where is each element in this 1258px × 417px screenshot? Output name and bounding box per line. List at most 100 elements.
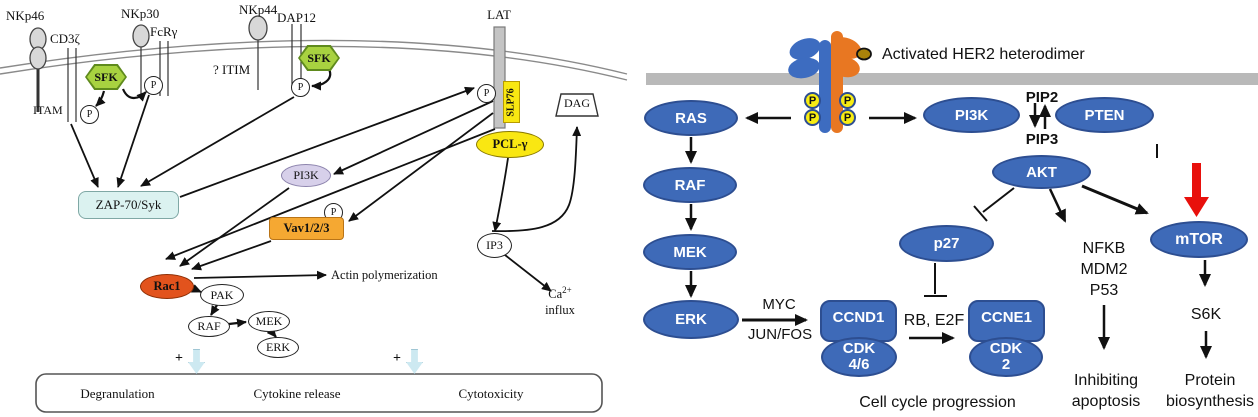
outcomes-box	[35, 373, 603, 413]
left-arrows	[70, 68, 582, 338]
arrow-fcrg-to-zap70	[116, 94, 150, 188]
akt-node: AKT	[992, 155, 1091, 189]
slp76-node: SLP76	[503, 81, 520, 123]
nkp30-label: NKp30	[121, 6, 160, 21]
nfkb-label: NFKB	[1082, 240, 1126, 257]
phospho-p-fcrg: P	[144, 76, 163, 95]
myc-label: MYC	[762, 296, 796, 313]
inhibit-akt-to-p27	[982, 187, 1015, 213]
arrow-zap70-to-lat	[179, 86, 475, 198]
mtor-node: mTOR	[1150, 221, 1248, 258]
arrow-raf-to-mek	[228, 318, 247, 328]
right-arrows	[685, 103, 1212, 359]
slp76-label: SLP76	[506, 87, 517, 117]
left-receptor-chains	[36, 24, 302, 122]
sfk-hexagon: SFK	[85, 64, 127, 90]
her2-receptor-icon	[788, 31, 862, 133]
arrow-pclg-to-ip3	[492, 157, 509, 232]
pclg-node: PCL-γ	[476, 131, 544, 158]
ca-word: influx	[545, 302, 575, 317]
arrow-pak-to-raf	[210, 304, 220, 316]
s6k-label: S6K	[1190, 306, 1222, 323]
nkp30-domain-icon	[132, 24, 150, 48]
junfos-label: JUN/FOS	[747, 326, 813, 343]
arrow-itam-to-zap70	[70, 123, 99, 188]
phospho-p-her2: P	[804, 109, 821, 126]
itam-label: ITAM	[33, 103, 63, 117]
erk-node: ERK	[257, 337, 299, 358]
inhibiting-apoptosis-label: Inhibiting apoptosis	[1060, 371, 1152, 413]
pi3k-node: PI3K	[281, 164, 331, 187]
red-highlight-arrow-icon	[1184, 163, 1209, 217]
ca-base: Ca	[548, 287, 563, 302]
protein-line: Protein	[1184, 372, 1236, 389]
lat-bar-icon	[493, 26, 506, 129]
cell-membrane-bar	[646, 73, 1258, 85]
cd3zeta-label: CD3ζ	[50, 31, 80, 46]
arrow-sfk-to-p-itam	[95, 90, 106, 107]
arrow-ip3-to-ca	[504, 254, 552, 292]
arrow-dap12-to-zap70	[140, 96, 295, 187]
ras-node: RAS	[644, 100, 738, 136]
inhibit-akt-to-p27-bar	[973, 205, 988, 222]
left-receptor-heads	[29, 15, 268, 70]
cdk-label: CDK	[989, 339, 1023, 357]
sfk-label-2: SFK	[300, 47, 338, 69]
p27-node: p27	[899, 225, 994, 262]
arrow-akt-to-mtor	[1081, 184, 1149, 215]
nkp46-label: NKp46	[6, 8, 45, 23]
her2-title: Activated HER2 heterodimer	[882, 46, 1085, 63]
arrow-pi3k-to-rac1	[179, 187, 290, 267]
erk-node-right: ERK	[643, 300, 739, 339]
phospho-p-her2: P	[839, 92, 856, 109]
p53-label: P53	[1089, 282, 1119, 299]
mek-node: MEK	[248, 311, 290, 332]
dap12-label: DAP12	[277, 10, 317, 25]
phospho-p-her2: P	[839, 109, 856, 126]
arrow-to-dag	[491, 126, 582, 233]
sfk-label: SFK	[87, 66, 125, 88]
fcrg-label: FcRγ	[150, 24, 178, 39]
arrow-sfk-to-p-fcrg	[121, 88, 147, 102]
dag-label: DAG	[564, 96, 590, 110]
raf-node: RAF	[188, 316, 230, 337]
cdk2-node: CDK 2	[969, 337, 1043, 377]
outcome-cytotoxicity: Cytotoxicity	[458, 386, 524, 401]
nkp46-domain-icon	[29, 46, 47, 70]
cellcycle-label: Cell cycle progression	[859, 394, 1016, 411]
arrow-mek-to-erk	[266, 327, 277, 338]
arrow-sfk-to-p-dap12	[311, 68, 332, 91]
itim-label: ? ITIM	[213, 62, 251, 77]
phospho-p-her2: P	[804, 92, 821, 109]
arrow-lat-to-pi3k	[333, 100, 494, 175]
sfk-hexagon-2: SFK	[298, 45, 340, 71]
cdk2-label: 2	[1001, 356, 1011, 373]
zap70-node: ZAP-70/Syk	[78, 191, 179, 219]
arrow-lat-to-vav	[348, 112, 494, 222]
mdm2-label: MDM2	[1080, 261, 1128, 278]
rac1-node: Rac1	[140, 274, 194, 299]
dag-trapezoid-icon	[555, 93, 599, 117]
biosynthesis-line: biosynthesis	[1165, 392, 1255, 410]
cdk-label: CDK	[842, 339, 876, 357]
phospho-p-lat: P	[477, 84, 496, 103]
phospho-p-itam: P	[80, 105, 99, 124]
ccne1-node: CCNE1	[968, 300, 1045, 342]
rbe2f-label: RB, E2F	[903, 312, 965, 329]
outcome-cytokine-release: Cytokine release	[253, 386, 341, 401]
ccnd1-node: CCND1	[820, 300, 897, 342]
cdk46-node: CDK 4/6	[821, 337, 897, 377]
protein-biosynthesis-label: Protein biosynthesis	[1162, 371, 1258, 413]
cdk46-label: 4/6	[848, 356, 870, 373]
legend-dot-icon	[856, 47, 872, 61]
outcome-degranulation: Degranulation	[80, 386, 155, 401]
raf-node-right: RAF	[643, 167, 737, 203]
pip2-label: PIP2	[1025, 89, 1059, 106]
pten-node: PTEN	[1055, 97, 1154, 133]
lat-label: LAT	[487, 7, 511, 22]
phospho-p-dap12: P	[291, 78, 310, 97]
vav-node: Vav1/2/3	[269, 217, 344, 240]
arrow-rac1-to-actin	[193, 270, 327, 280]
inhibiting-line: Inhibiting	[1073, 372, 1139, 389]
